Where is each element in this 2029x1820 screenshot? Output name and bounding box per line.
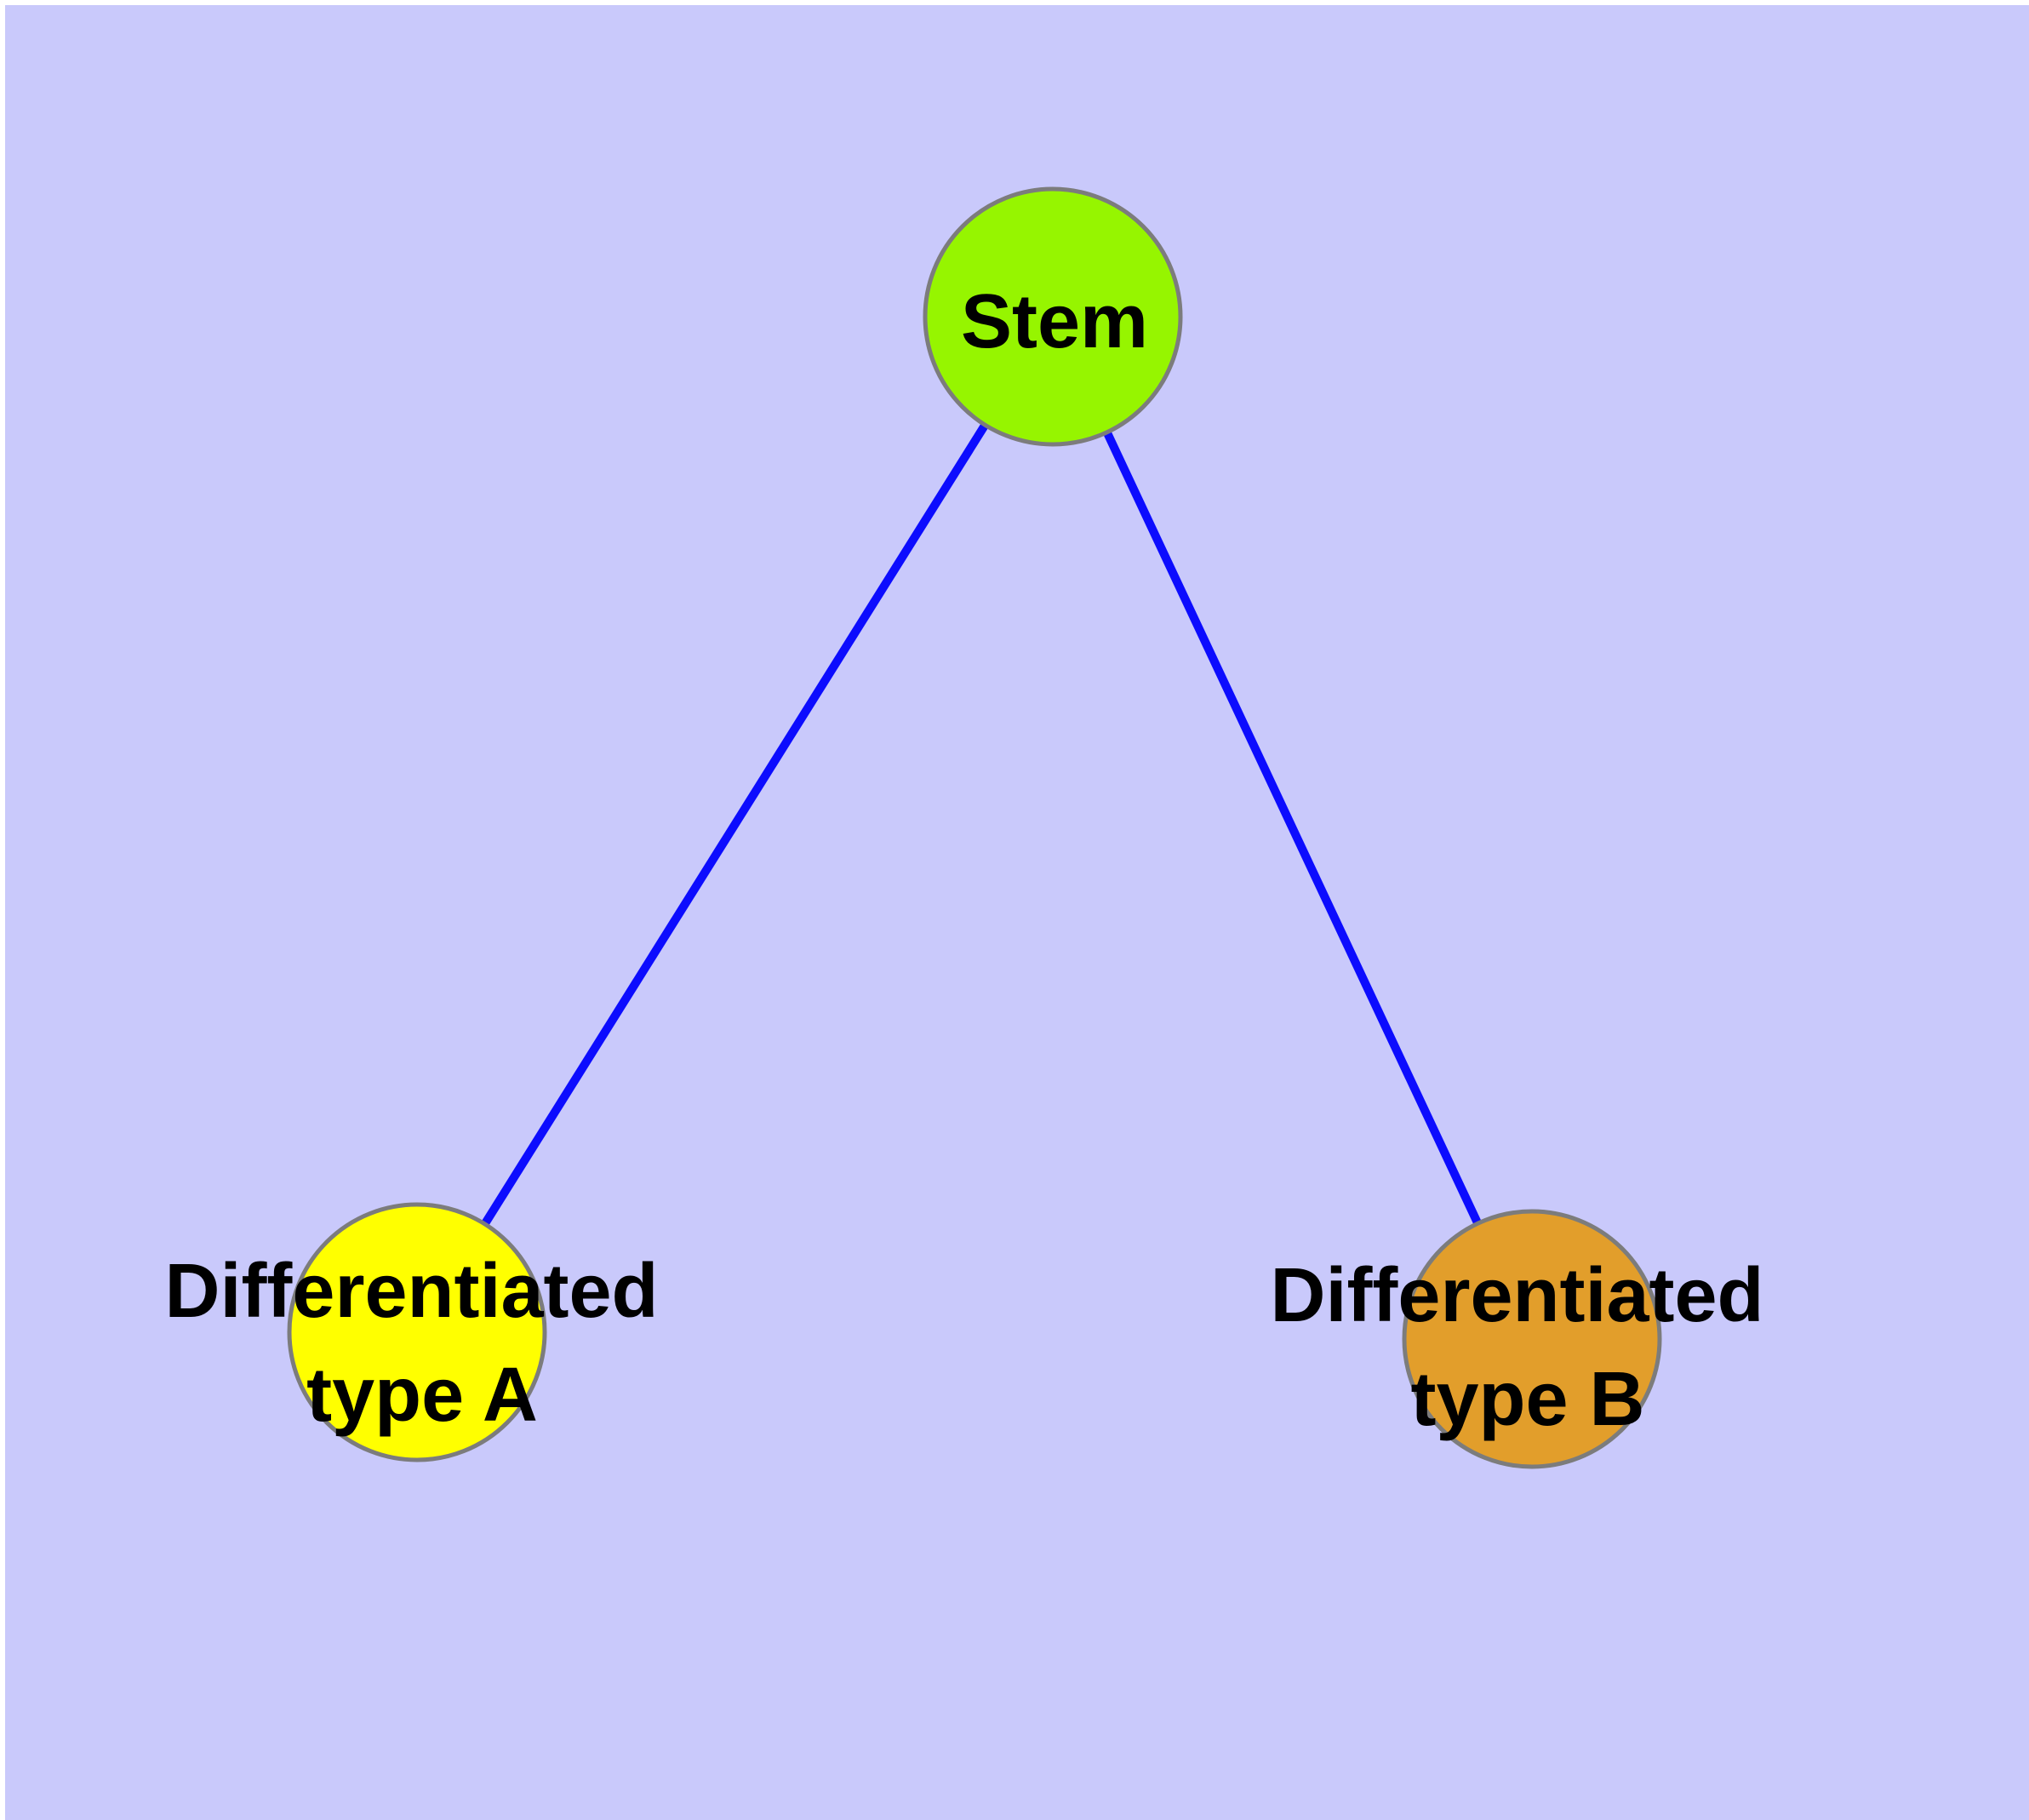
node-differentiated-type-a xyxy=(287,1202,547,1462)
edge-stem-to-type-a xyxy=(413,314,1057,1335)
node-label-stem: Stem xyxy=(961,279,1148,364)
node-label-differentiated-type-a: Differentiated type A xyxy=(164,1249,679,1438)
node-label-differentiated-type-b: Differentiated type B xyxy=(1270,1253,1785,1442)
node-label-differentiated-type-a-line1: Differentiated xyxy=(164,1249,658,1334)
node-label-differentiated-type-b-line2: type B xyxy=(1410,1357,1644,1442)
node-stem xyxy=(923,186,1183,447)
node-label-differentiated-type-b-line1: Differentiated xyxy=(1270,1253,1763,1338)
node-label-differentiated-type-a-line2: type A xyxy=(306,1353,538,1438)
edge-stem-to-type-b xyxy=(1049,314,1536,1342)
node-differentiated-type-b xyxy=(1402,1209,1662,1469)
